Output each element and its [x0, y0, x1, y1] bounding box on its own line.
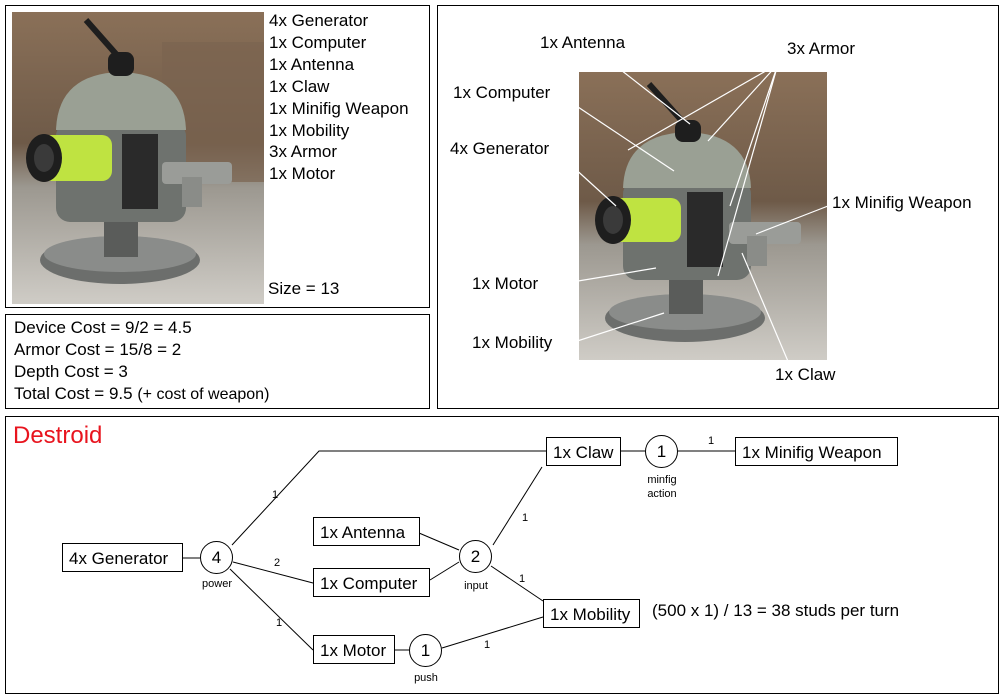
parts-list-item: 3x Armor [269, 142, 338, 162]
parts-list-item: 1x Minifig Weapon [269, 98, 409, 118]
total-cost-note: (+ cost of weapon) [137, 386, 270, 403]
edge-label-action-weapon: 1 [708, 435, 715, 447]
parts-list-item: 1x Computer [269, 32, 367, 52]
size-text: Size = 13 [268, 279, 340, 298]
cost-panel: Device Cost = 9/2 = 4.5 Armor Cost = 15/… [5, 314, 430, 409]
node-mobility: 1x Mobility [543, 599, 640, 628]
node-minifig-weapon: 1x Minifig Weapon [735, 437, 898, 466]
parts-list-item: 4x Generator [269, 11, 369, 30]
diagram-title: Destroid [13, 422, 103, 449]
depth-cost: Depth Cost = 3 [14, 362, 128, 381]
node-motor: 1x Motor [313, 635, 395, 664]
labeled-photo-panel: 1x Antenna 3x Armor 1x Computer 4x Gener… [437, 5, 999, 409]
edge-label-input-claw: 1 [522, 512, 529, 524]
node-claw: 1x Claw [546, 437, 621, 466]
speed-formula: (500 x 1) / 13 = 38 studs per turn [652, 601, 900, 620]
parts-list-item: 1x Antenna [269, 54, 355, 74]
parts-list-item: 1x Claw [269, 76, 330, 96]
callout-antenna: 1x Antenna [540, 33, 626, 52]
circle-push: 1 [409, 634, 442, 667]
parts-list: 4x Generator 1x Computer 1x Antenna 1x C… [269, 10, 409, 185]
device-cost: Device Cost = 9/2 = 4.5 [14, 318, 192, 337]
robot-photo [12, 12, 264, 304]
edge-label-push-mobility: 1 [484, 639, 491, 651]
label-minfig-action: minfig action [647, 474, 677, 500]
circle-minfig-action: 1 [645, 435, 678, 468]
callout-claw: 1x Claw [775, 365, 836, 384]
callout-motor: 1x Motor [472, 274, 539, 293]
callout-mobility: 1x Mobility [472, 333, 553, 352]
node-antenna: 1x Antenna [313, 517, 420, 546]
destroid-diagram: Destroid 4x Generator 1x Antenna 1x Comp… [5, 416, 999, 694]
callout-minifig-weapon: 1x Minifig Weapon [832, 193, 972, 212]
label-input: input [464, 580, 488, 592]
parts-list-item: 1x Motor [269, 164, 336, 184]
circle-power: 4 [200, 541, 233, 574]
node-computer: 1x Computer [313, 568, 430, 597]
parts-panel: 4x Generator 1x Computer 1x Antenna 1x C… [5, 5, 430, 308]
total-cost-line: Total Cost = 9.5 (+ cost of weapon) [14, 384, 269, 404]
callout-lines [547, 55, 829, 367]
edge-label-power-claw: 1 [272, 489, 279, 501]
labeled-robot-photo [579, 72, 827, 360]
circle-input: 2 [459, 540, 492, 573]
callout-computer: 1x Computer [453, 83, 551, 102]
armor-cost: Armor Cost = 15/8 = 2 [14, 340, 182, 359]
edge-label-input-mobility: 1 [519, 573, 526, 585]
edge-label-power-motor: 1 [276, 617, 283, 629]
diagram-edges [182, 450, 735, 651]
label-push: push [414, 672, 438, 684]
callout-armor: 3x Armor [787, 39, 856, 58]
label-power: power [202, 578, 232, 590]
parts-list-item: 1x Mobility [269, 120, 350, 140]
node-generator: 4x Generator [62, 543, 183, 572]
callout-generator: 4x Generator [450, 139, 550, 158]
total-cost: Total Cost = 9.5 [14, 384, 133, 403]
edge-label-power-computer: 2 [274, 557, 281, 569]
